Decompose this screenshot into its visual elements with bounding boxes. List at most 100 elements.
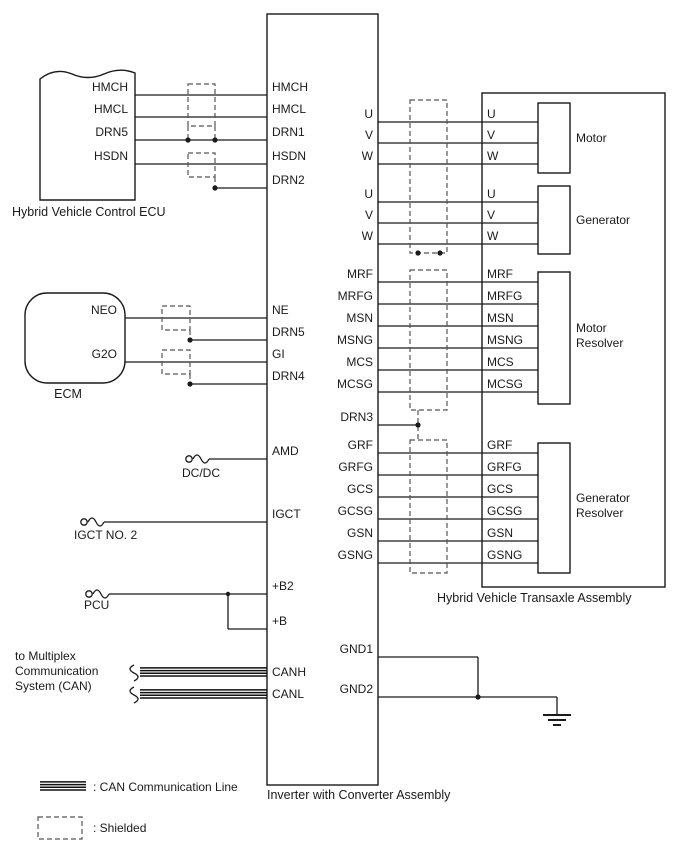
transaxle-pin-grfg: GRFG (487, 460, 522, 474)
inverter-pin-hsdn: HSDN (272, 149, 306, 163)
inverter-pin-gen-w: W (362, 229, 374, 243)
shield-motor-resolver (409, 269, 448, 411)
junction-dots (185, 137, 481, 700)
inverter-pin-drn5: DRN5 (272, 325, 305, 339)
inverter-pin-drn1: DRN1 (272, 125, 305, 139)
igct2-connector-icon (80, 517, 105, 527)
transaxle-pin-u2: U (487, 187, 496, 201)
inverter-pin-gnd1: GND1 (340, 642, 374, 656)
inverter-pin-gcsg: GCSG (338, 504, 373, 518)
inverter-pin-hmcl: HMCL (272, 102, 306, 116)
inverter-pin-gi: GI (272, 347, 285, 361)
inverter-pin-hmch: HMCH (272, 80, 308, 94)
inverter-pin-motor-u: U (364, 107, 373, 121)
generator-box (537, 185, 571, 255)
canh-line (140, 667, 267, 677)
ecm-pin-neo: NEO (91, 303, 117, 317)
transaxle-pin-msn: MSN (487, 311, 514, 325)
transaxle-title: Hybrid Vehicle Transaxle Assembly (437, 591, 632, 605)
generator-resolver-box (537, 442, 571, 574)
inverter-pin-msn: MSN (346, 311, 373, 325)
canh-break-squiggle-icon (129, 664, 139, 682)
inverter-pin-mcs: MCS (346, 355, 373, 369)
transaxle-pin-gcsg: GCSG (487, 504, 522, 518)
inverter-pin-canl: CANL (272, 687, 304, 701)
generator-resolver-label-2: Resolver (576, 506, 623, 520)
motor-label: Motor (576, 131, 607, 145)
shield-hsdn (187, 152, 216, 178)
inverter-pin-grfg: GRFG (338, 460, 373, 474)
transaxle-pin-gcs: GCS (487, 482, 513, 496)
ecu-pin-hsdn: HSDN (94, 149, 128, 163)
legend-shielded-sample (37, 816, 83, 840)
canl-line (140, 689, 267, 699)
ecu-title: Hybrid Vehicle Control ECU (12, 205, 166, 219)
inverter-pin-amd: AMD (272, 444, 299, 458)
shield-generator-resolver (409, 439, 448, 574)
transaxle-pin-v2: V (487, 208, 495, 222)
generator-label: Generator (576, 213, 630, 227)
ecm-title: ECM (54, 387, 82, 401)
connector-symbols (80, 454, 210, 599)
shield-uvw (409, 99, 448, 254)
transaxle-pin-gsng: GSNG (487, 548, 522, 562)
ecm-pin-g2o: G2O (92, 347, 117, 361)
dcdc-label: DC/DC (182, 466, 220, 480)
transaxle-pin-mrf: MRF (487, 267, 513, 281)
inverter-pin-motor-v: V (365, 128, 373, 142)
shield-neo (161, 305, 191, 331)
inverter-title: Inverter with Converter Assembly (267, 788, 451, 802)
inverter-pin-gsng: GSNG (338, 548, 373, 562)
pcu-connector-icon (85, 589, 110, 599)
generator-resolver-label-1: Generator (576, 491, 630, 505)
transaxle-pin-grf: GRF (487, 438, 512, 452)
ecu-pin-hmcl: HMCL (94, 102, 128, 116)
inverter-pin-b2: +B2 (272, 579, 294, 593)
inverter-pin-canh: CANH (272, 665, 306, 679)
motor-resolver-label-2: Resolver (576, 336, 623, 350)
inverter-pin-drn2: DRN2 (272, 173, 305, 187)
motor-resolver-label-1: Motor (576, 321, 607, 335)
can-source-line3: System (CAN) (15, 679, 92, 693)
inverter-pin-gen-u: U (364, 187, 373, 201)
pcu-label: PCU (84, 598, 109, 612)
shield-g2o (161, 349, 191, 375)
inverter-pin-mrfg: MRFG (338, 289, 373, 303)
inverter-pin-drn3: DRN3 (340, 410, 373, 424)
inverter-pin-mrf: MRF (347, 267, 373, 281)
shield-hmch-hmcl (187, 83, 216, 127)
transaxle-pin-mcsg: MCSG (487, 377, 523, 391)
inverter-pin-ne: NE (272, 303, 289, 317)
inverter-pin-drn4: DRN4 (272, 369, 305, 383)
earth-ground-icon (543, 714, 571, 726)
ecu-box (39, 69, 136, 201)
dcdc-connector-icon (185, 454, 210, 464)
inverter-pin-msng: MSNG (337, 333, 373, 347)
motor-box (537, 102, 571, 174)
can-source-line2: Communication (15, 664, 98, 678)
legend (37, 781, 86, 840)
legend-can-line-sample (40, 781, 86, 791)
transaxle-pin-gsn: GSN (487, 526, 513, 540)
transaxle-pin-v1: V (487, 128, 495, 142)
shield-boxes (161, 83, 448, 574)
igct2-label: IGCT NO. 2 (74, 528, 137, 542)
motor-resolver-box (537, 271, 571, 405)
inverter-pin-igct: IGCT (272, 507, 301, 521)
inverter-pin-gen-v: V (365, 208, 373, 222)
canl-break-squiggle-icon (129, 686, 139, 704)
can-source-line1: to Multiplex (15, 649, 76, 663)
can-lines (129, 664, 267, 704)
inverter-pin-b: +B (272, 614, 287, 628)
legend-can-label: : CAN Communication Line (93, 780, 238, 794)
inverter-pin-mcsg: MCSG (337, 377, 373, 391)
inverter-box (266, 13, 379, 786)
ecu-pin-hmch: HMCH (92, 80, 128, 94)
inverter-pin-gnd2: GND2 (340, 682, 374, 696)
transaxle-pin-u1: U (487, 107, 496, 121)
transaxle-pin-w2: W (487, 229, 499, 243)
transaxle-pin-w1: W (487, 149, 499, 163)
inverter-pin-gsn: GSN (347, 526, 373, 540)
transaxle-pin-mrfg: MRFG (487, 289, 522, 303)
